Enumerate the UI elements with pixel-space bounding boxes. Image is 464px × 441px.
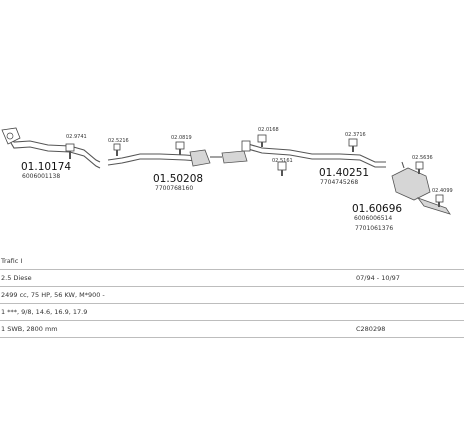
oe-number-label: 7701061376 [355,225,393,232]
clamp-icon [435,194,444,207]
vehicle-code: C280298 [356,325,386,333]
silencer-icon [391,167,431,201]
vehicle-period: 07/94 - 10/97 [356,274,400,282]
oe-number-label: 7700768160 [155,185,193,192]
clamp-number-label: 02.4099 [432,188,453,194]
clamp-icon [175,141,185,155]
clamp-icon [415,161,424,174]
clamp-icon [348,138,358,152]
clamp-number-label: 02.3716 [345,132,366,138]
rear-silencer-part [391,161,451,215]
oe-number-label: 7704745268 [320,179,358,186]
vehicle-chassis: 1 ***, 9/8, 14.6, 16.9, 17.9 [1,308,88,316]
exhaust-system-diagram: 02.9741 01.10174 6006001138 02.5216 02.0… [1,127,453,232]
front-pipe-part [1,127,101,169]
oe-number-label: 6006006514 [354,215,392,222]
vehicle-specs: 2499 cc, 75 HP, 56 KW, M*900 - [1,291,105,299]
clamp-icon [113,143,121,156]
vehicle-info-table: Trafic I 2.5 Diese 07/94 - 10/97 2499 cc… [0,253,464,338]
clamp-icon [277,161,287,176]
table-row: 2499 cc, 75 HP, 56 KW, M*900 - [0,287,464,304]
part-number-label: 01.40251 [319,167,369,179]
clamp-number-label: 02.5161 [272,158,293,164]
vehicle-wheelbase: 1 SWB, 2800 mm [1,325,58,333]
part-number-label: 01.50208 [153,173,203,185]
vehicle-model: Trafic I [1,257,23,265]
intermediate-pipe-part [107,149,248,167]
clamp-number-label: 02.5636 [412,155,433,161]
resonator-icon [189,149,211,167]
clamp-number-label: 02.0819 [171,135,192,141]
table-row: 2.5 Diese 07/94 - 10/97 [0,270,464,287]
resonator-icon [221,150,248,164]
part-number-label: 01.10174 [21,161,71,173]
clamp-number-label: 02.9741 [66,134,87,140]
clamp-number-label: 02.5216 [108,138,129,144]
table-row: 1 ***, 9/8, 14.6, 16.9, 17.9 [0,304,464,321]
table-row: Trafic I [0,253,464,270]
clamp-icon [257,134,267,147]
table-row: 1 SWB, 2800 mm C280298 [0,321,464,338]
clamp-number-label: 02.0168 [258,127,279,133]
oe-number-label: 6006001138 [22,173,60,180]
middle-pipe-part [241,140,386,168]
part-number-label: 01.60696 [352,203,402,215]
vehicle-engine: 2.5 Diese [1,274,32,282]
clamp-icon [65,143,75,159]
